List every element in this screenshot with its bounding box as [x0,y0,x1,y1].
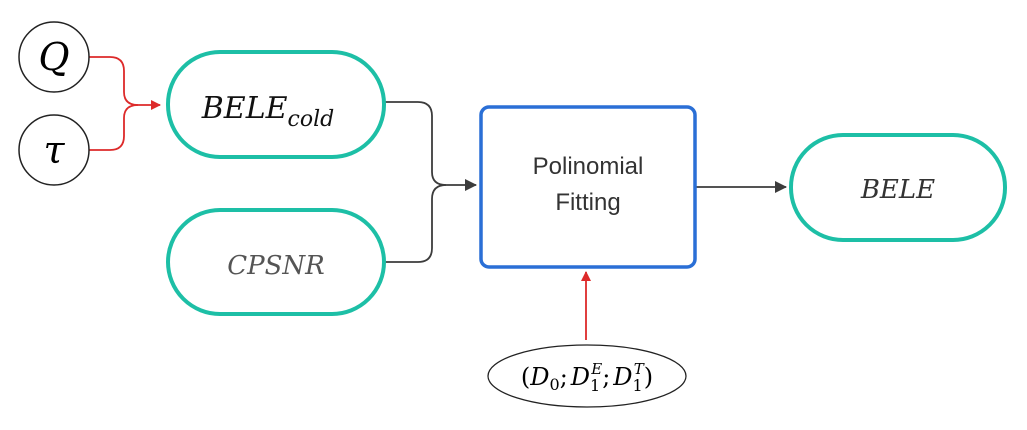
polynomial-fitting-node: Polinomial Fitting [479,105,697,269]
input-q-node: Q [18,21,90,93]
input-tau-label: τ [43,128,65,172]
connector-cpsnr-to-fitting [385,184,447,263]
cpsnr-node: CPSNR [166,208,386,316]
params-d1e-sup: E [590,360,602,378]
params-sep1: ; [560,363,568,391]
connector-bele-cold-to-fitting [385,101,477,191]
params-d0: D [529,363,549,391]
bele-cold-label: BELEcold [201,91,334,132]
parameters-node: (D0;D1E;D1T) [487,344,687,408]
connector-q-to-bele-cold [89,56,161,110]
bele-output-node: BELE [789,133,1007,242]
params-d1t-sup: T [634,360,645,378]
cpsnr-label: CPSNR [227,251,325,281]
fitting-line1: Polinomial [533,153,644,180]
fitting-line2: Fitting [555,189,620,216]
params-open-paren: ( [521,363,530,391]
params-d0-sub: 0 [550,375,560,394]
bele-cold-subscript: cold [288,107,335,132]
params-close-paren: ) [644,363,653,391]
bele-output-label: BELE [860,175,935,205]
bele-cold-base: BELE [201,91,288,126]
input-tau-node: τ [18,114,90,186]
params-d1t: D [612,363,632,391]
connector-tau-to-bele-cold [89,104,139,151]
input-q-label: Q [38,35,69,79]
parameters-label: (D0;D1E;D1T) [521,360,653,395]
params-d1e: D [570,363,590,391]
params-d1t-sub: 1 [633,376,643,395]
bele-cold-node: BELEcold [166,50,386,159]
params-sep2: ; [602,363,610,391]
params-d1e-sub: 1 [590,376,600,395]
